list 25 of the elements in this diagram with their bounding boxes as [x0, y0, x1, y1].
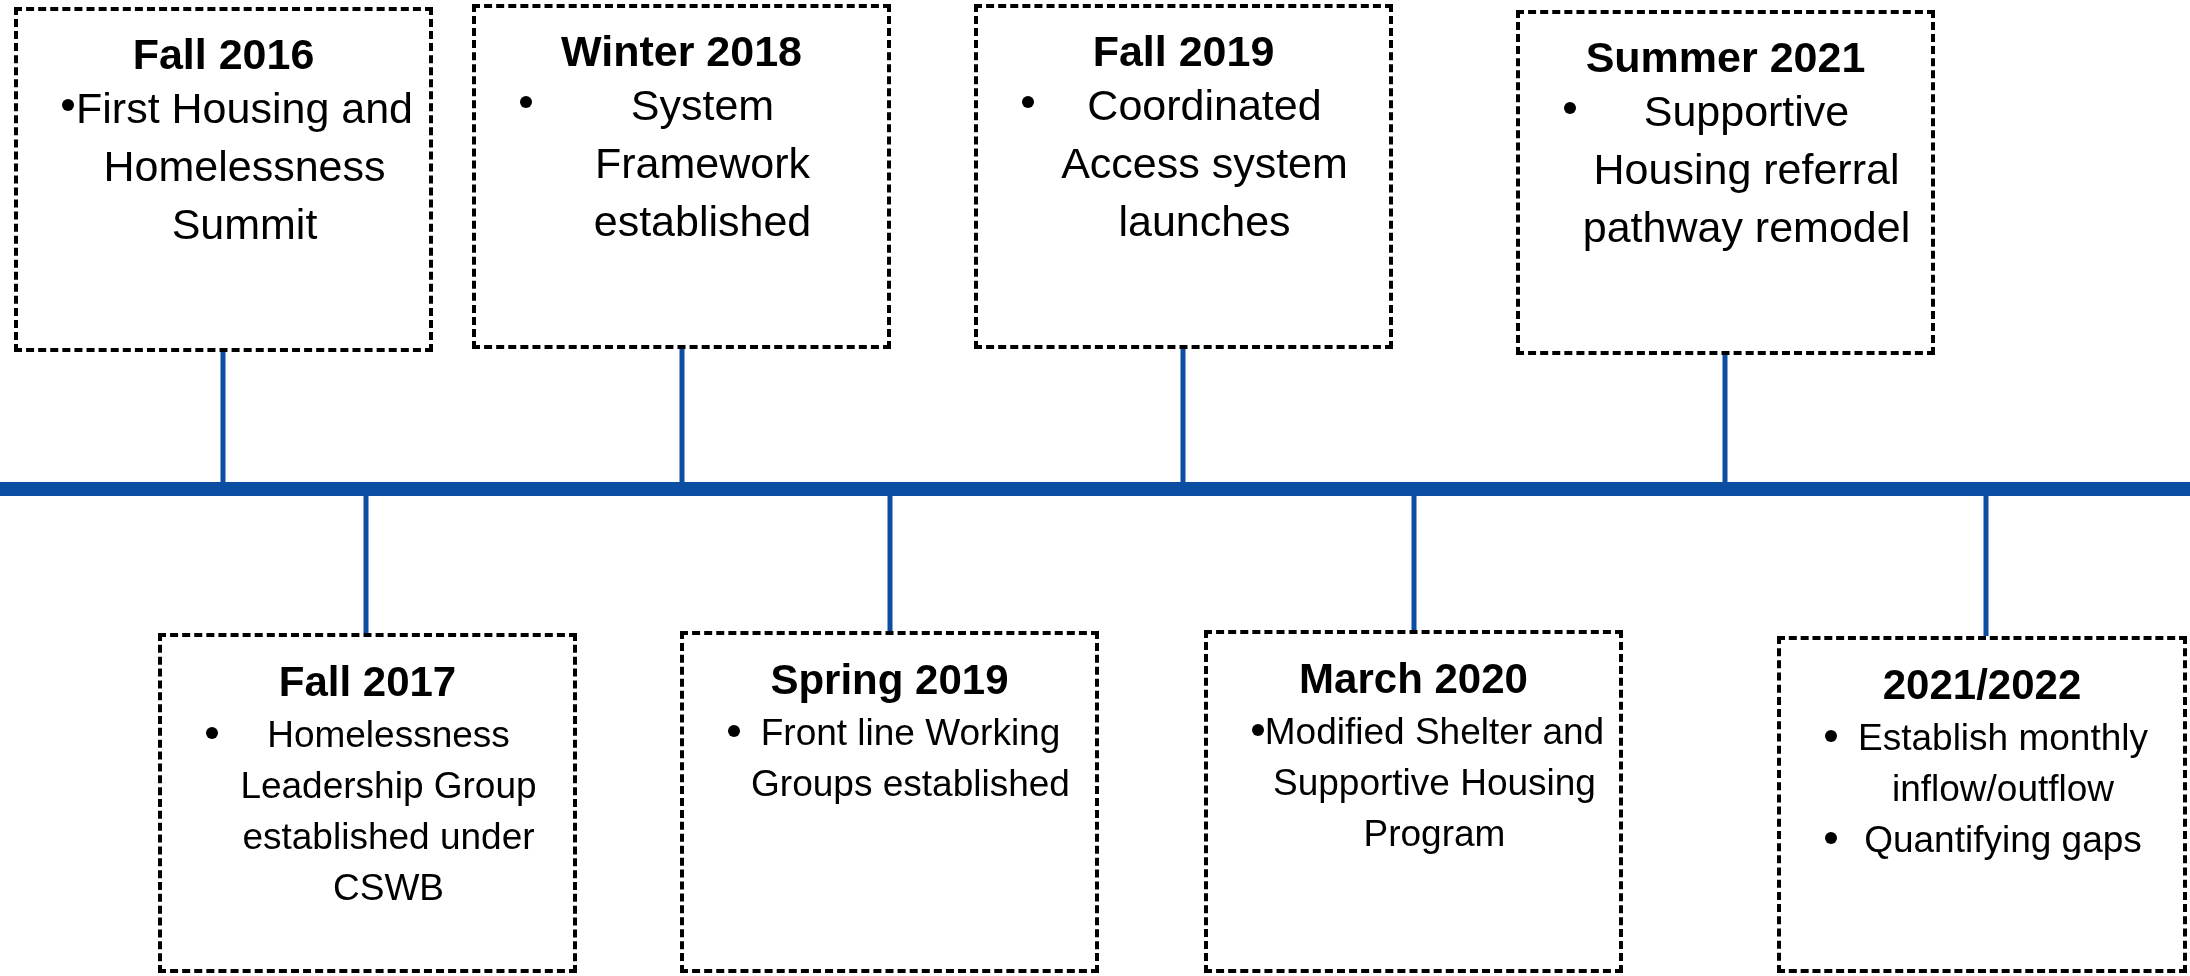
- event-box: [14, 7, 433, 352]
- event-description: Modified Shelter and Supportive Housing Program: [1264, 710, 1605, 856]
- event-date: Fall 2019: [1091, 26, 1276, 76]
- event-date: Summer 2021: [1584, 32, 1867, 82]
- event-date: Fall 2016: [131, 29, 316, 79]
- event-date: March 2020: [1298, 654, 1529, 704]
- event-description: Supportive Housing referral pathway remodel: [1581, 86, 1912, 253]
- event-date: Winter 2018: [560, 26, 803, 76]
- event-date: Fall 2017: [277, 657, 458, 707]
- event-box: [1204, 630, 1623, 973]
- event-description: Establish monthly inflow/outflow: [1857, 716, 2149, 811]
- event-box: [158, 633, 577, 973]
- event-box: [1777, 636, 2187, 973]
- event-box: [974, 4, 1393, 349]
- event-date: Spring 2019: [769, 655, 1010, 705]
- event-date: 2021/2022: [1881, 660, 2083, 710]
- event-description: Front line Working Groups established: [750, 711, 1071, 806]
- event-description: System Framework established: [592, 80, 813, 247]
- event-description: First Housing and Homelessness Summit: [75, 83, 414, 250]
- event-box: [1516, 10, 1935, 355]
- event-box: [472, 4, 891, 349]
- event-description: Homelessness Leadership Group established under CSWB: [239, 713, 538, 910]
- event-description: Quantifying gaps: [1863, 818, 2143, 862]
- event-description: Coordinated Access system launches: [1060, 80, 1349, 247]
- event-box: [680, 631, 1099, 973]
